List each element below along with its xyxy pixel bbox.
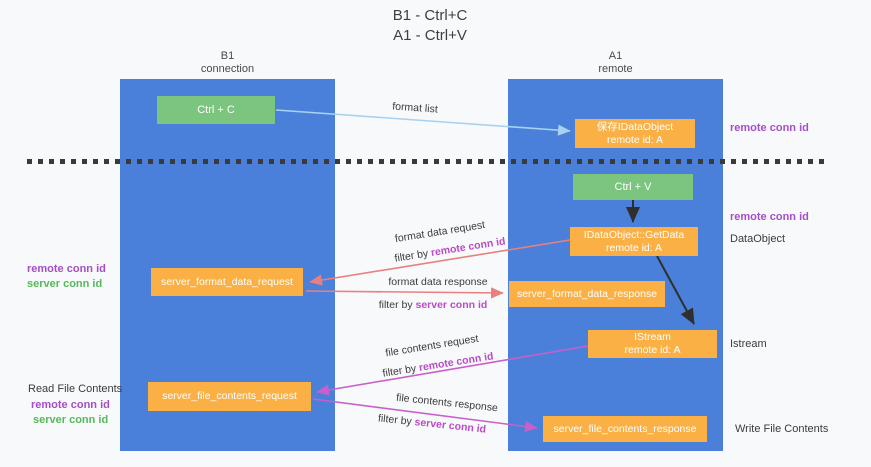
node-idataobject-getdata-line1: IDataObject::GetData <box>583 228 685 241</box>
diagram-title: B1 - Ctrl+C A1 - Ctrl+V <box>310 6 550 46</box>
diagram-title-line1: B1 - Ctrl+C <box>392 7 468 24</box>
label-server-conn-id-left-file: server conn id <box>33 414 109 426</box>
node-idataobject-getdata-line2: remote id: A <box>605 241 663 254</box>
node-server-file-contents-request: server_file_contents_request <box>148 382 311 411</box>
column-header-a1: A1 remote <box>508 50 723 76</box>
node-server-file-contents-response: server_file_contents_response <box>543 416 707 442</box>
node-ctrl-c: Ctrl + C <box>157 96 275 124</box>
label-read-file-contents: Read File Contents <box>28 383 123 395</box>
arrow-file-contents-request <box>316 345 589 396</box>
diagram-title-line2: A1 - Ctrl+V <box>393 27 467 44</box>
node-istream-line1: IStream <box>634 331 671 343</box>
node-save-idataobject-line2: remote id: A <box>606 133 664 146</box>
node-server-format-data-response: server_format_data_response <box>509 281 665 307</box>
label-dataobject: DataObject <box>730 233 786 245</box>
label-format-data-response: format data response <box>388 276 488 288</box>
node-server-file-contents-response-label: server_file_contents_response <box>553 422 697 435</box>
node-save-idataobject-line1: 保存IDataObject <box>596 120 674 133</box>
column-header-a1-line1: A1 <box>608 50 623 62</box>
column-header-a1-line2: remote <box>598 63 633 75</box>
arrow-format-data-request <box>309 239 571 286</box>
label-server-conn-id-left-format: server conn id <box>27 278 103 290</box>
arrow-format-list <box>275 109 571 136</box>
phase-separator-dashed-line <box>27 159 830 164</box>
label-filter-prefix: filter by <box>378 299 416 311</box>
node-idataobject-getdata: IDataObject::GetData remote id: A <box>570 227 698 256</box>
label-remote-conn-id-mid-right: remote conn id <box>730 211 809 223</box>
arrow-format-data-response <box>305 287 504 299</box>
label-write-file-contents: Write File Contents <box>735 423 829 435</box>
arrow-file-contents-response <box>312 398 538 433</box>
label-istream: Istream <box>730 338 767 350</box>
node-save-idataobject: 保存IDataObject remote id: A <box>575 119 695 148</box>
arrow-getdata-to-istream <box>656 255 695 325</box>
node-server-format-data-request-label: server_format_data_request <box>161 275 293 288</box>
node-istream-line2: remote id: A <box>624 344 681 356</box>
node-ctrl-c-label: Ctrl + C <box>197 103 235 116</box>
node-istream: IStream remote id: A <box>588 330 717 358</box>
node-server-file-contents-request-label: server_file_contents_request <box>162 390 297 402</box>
label-filter-by-server-conn-id-format: filter by server conn id <box>379 299 488 311</box>
node-ctrl-v: Ctrl + V <box>573 174 693 200</box>
label-remote-conn-id-left-format: remote conn id <box>27 263 106 275</box>
label-remote-conn-id-top-right: remote conn id <box>730 122 809 134</box>
column-header-b1-line1: B1 <box>220 50 235 62</box>
label-remote-conn-id-left-file: remote conn id <box>31 399 110 411</box>
column-header-b1-line2: connection <box>200 63 255 75</box>
node-ctrl-v-label: Ctrl + V <box>614 180 652 193</box>
node-server-format-data-response-label: server_format_data_response <box>516 287 658 300</box>
label-filter-highlight-server: server conn id <box>415 299 488 311</box>
node-server-format-data-request: server_format_data_request <box>151 268 303 296</box>
column-header-b1: B1 connection <box>120 50 335 76</box>
